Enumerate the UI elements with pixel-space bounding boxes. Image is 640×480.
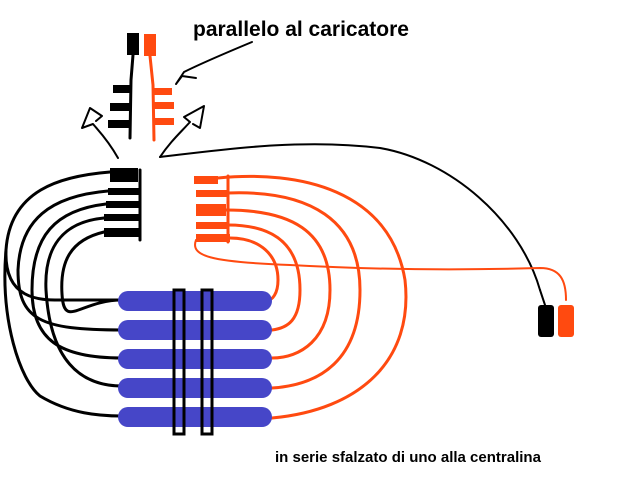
bms-connector-positive bbox=[194, 174, 230, 244]
battery-cell bbox=[118, 349, 272, 369]
battery-cell bbox=[118, 320, 272, 340]
battery-pack bbox=[118, 288, 272, 436]
controller-label: in serie sfalzato di uno alla centralina bbox=[275, 449, 541, 466]
output-plug-negative bbox=[538, 305, 554, 337]
charger-connector-positive bbox=[144, 34, 174, 142]
arrow-right-icon bbox=[159, 105, 205, 158]
battery-cell bbox=[118, 407, 272, 427]
bms-connector-negative bbox=[104, 168, 142, 242]
arrow-left-icon bbox=[81, 107, 119, 159]
output-plugs bbox=[538, 289, 574, 337]
charger-connector-negative bbox=[108, 33, 139, 140]
red-wires-right bbox=[194, 174, 567, 420]
black-wires-left bbox=[3, 170, 124, 418]
pointer-line bbox=[175, 41, 253, 85]
battery-cell bbox=[118, 378, 272, 398]
charger-label: parallelo al caricatore bbox=[193, 18, 409, 41]
battery-cell bbox=[118, 291, 272, 311]
output-plug-positive bbox=[558, 305, 574, 337]
black-wire-to-output bbox=[159, 143, 541, 291]
